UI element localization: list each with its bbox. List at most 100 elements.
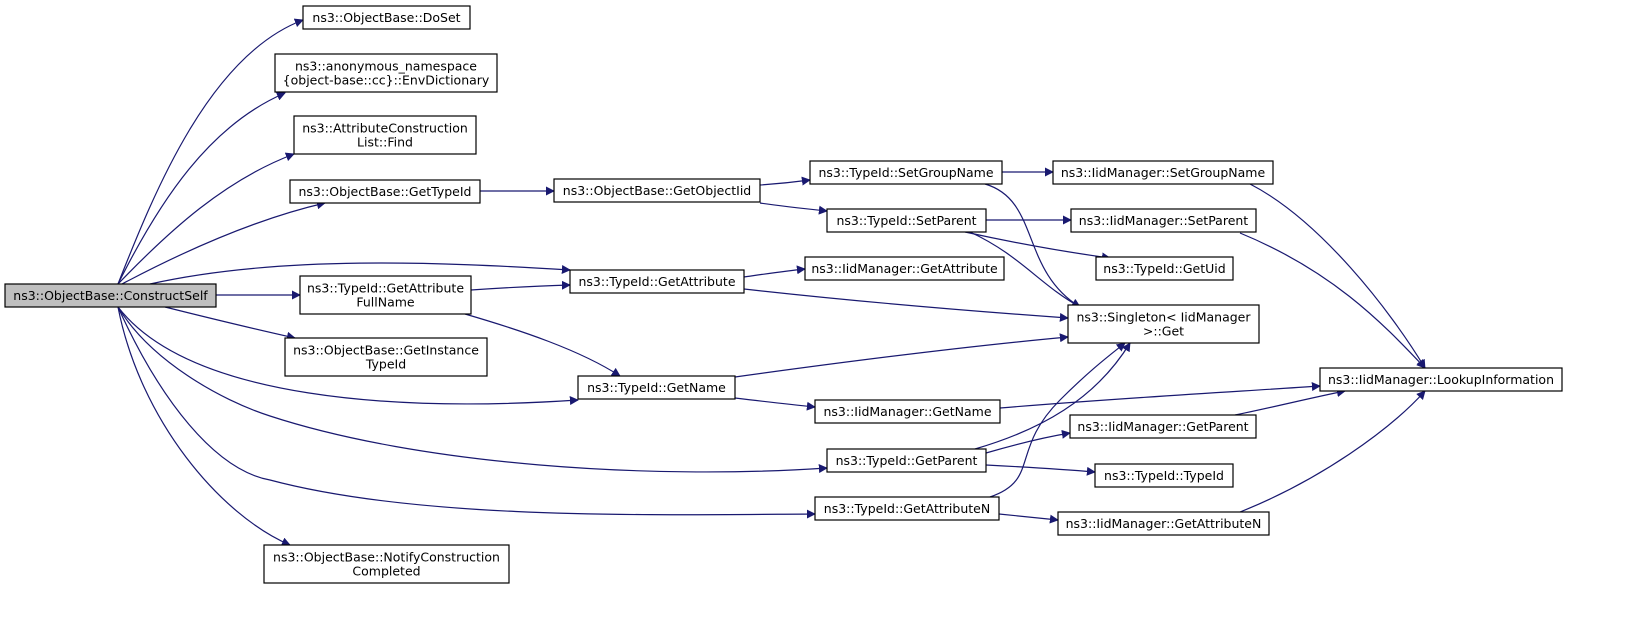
node-label: >::Get (1143, 324, 1184, 339)
node-box (1094, 463, 1234, 488)
edge-ob-getobjectiid-to-tid-setgroupname (759, 176, 811, 186)
node-tid-getattribute[interactable]: ns3::TypeId::GetAttribute (569, 269, 745, 294)
edge-constructself-to-ob-gettypeid (121, 200, 326, 285)
node-label: ns3::ObjectBase::DoSet (312, 10, 460, 25)
edge-tid-getparent-to-tid-typeid (985, 464, 1096, 476)
edge-tid-setparent-to-singleton-get (969, 231, 1081, 308)
node-box (814, 399, 1001, 424)
edge-iid-getattributen-to-iid-lookup (1239, 390, 1426, 513)
node-ob-gettypeid[interactable]: ns3::ObjectBase::GetTypeId (289, 179, 481, 204)
node-box (299, 275, 472, 315)
node-label: {object-base::cc}::EnvDictionary (283, 73, 490, 88)
node-box (553, 178, 761, 203)
node-box (814, 496, 1000, 521)
node-singleton-get[interactable]: ns3::Singleton< IidManager >::Get (1067, 304, 1260, 344)
node-box (274, 53, 498, 93)
nodes-layer: ns3::ObjectBase::ConstructSelfns3::Objec… (4, 5, 1563, 584)
node-label: ns3::TypeId::GetAttributeN (824, 501, 990, 516)
node-label: FullName (356, 295, 415, 310)
edge-constructself-to-ob-notifyconstruction (117, 306, 291, 546)
node-label: ns3::ObjectBase::NotifyConstruction (273, 550, 500, 565)
node-label: ns3::ObjectBase::GetTypeId (299, 184, 472, 199)
node-box (826, 448, 987, 473)
node-label: ns3::IidManager::LookupInformation (1328, 372, 1554, 387)
node-tid-setparent[interactable]: ns3::TypeId::SetParent (826, 208, 987, 233)
node-box (302, 5, 471, 30)
node-box (1070, 208, 1257, 233)
node-constructself[interactable]: ns3::ObjectBase::ConstructSelf (4, 283, 217, 308)
edge-constructself-to-tid-getparent (117, 306, 828, 474)
node-label: ns3::IidManager::GetAttribute (811, 261, 998, 276)
node-label: List::Find (357, 135, 413, 150)
node-label: ns3::TypeId::GetUid (1103, 261, 1225, 276)
node-ob-notifyconstruction[interactable]: ns3::ObjectBase::NotifyConstructionCompl… (263, 544, 510, 584)
node-box (1319, 367, 1563, 392)
node-label: Completed (352, 564, 420, 579)
node-iid-setgroupname[interactable]: ns3::IidManager::SetGroupName (1052, 160, 1274, 185)
node-box (804, 256, 1005, 281)
edge-tid-setgroupname-to-singleton-get (984, 183, 1081, 308)
edge-tid-setparent-to-tid-getuid (964, 231, 1111, 262)
node-label: ns3::anonymous_namespace (295, 59, 477, 74)
edge-constructself-to-ob-getinstancetypeid (164, 306, 296, 341)
node-tid-getname[interactable]: ns3::TypeId::GetName (577, 375, 736, 400)
edge-tid-getattributen-to-iid-getattributen (998, 513, 1059, 524)
edge-constructself-to-tid-getattributen (117, 306, 816, 519)
edge-constructself-to-acl-find (117, 152, 295, 285)
node-label: ns3::TypeId::GetParent (836, 453, 978, 468)
edge-tid-getparent-to-singleton-get (974, 342, 1131, 450)
node-tid-getuid[interactable]: ns3::TypeId::GetUid (1095, 256, 1234, 281)
edge-iid-setparent-to-iid-lookup (1239, 232, 1426, 369)
node-box (1067, 304, 1260, 344)
node-box (1069, 414, 1257, 439)
node-box (577, 375, 736, 400)
node-box (809, 160, 1003, 185)
node-tid-getparent[interactable]: ns3::TypeId::GetParent (826, 448, 987, 473)
node-ob-getobjectiid[interactable]: ns3::ObjectBase::GetObjectIid (553, 178, 761, 203)
edge-constructself-to-tid-getname (117, 306, 579, 406)
node-label: ns3::IidManager::SetGroupName (1061, 165, 1266, 180)
node-label: ns3::IidManager::SetParent (1079, 213, 1249, 228)
edge-constructself-to-doset (117, 18, 304, 285)
edge-iid-getparent-to-iid-lookup (1234, 388, 1346, 416)
node-tid-setgroupname[interactable]: ns3::TypeId::SetGroupName (809, 160, 1003, 185)
node-label: ns3::ObjectBase::GetInstance (293, 343, 479, 358)
node-envdict[interactable]: ns3::anonymous_namespace{object-base::cc… (274, 53, 498, 93)
node-box (1052, 160, 1274, 185)
edge-tid-getattribute-to-singleton-get (743, 288, 1069, 322)
node-label: ns3::IidManager::GetName (823, 404, 991, 419)
node-label: ns3::TypeId::TypeId (1104, 468, 1224, 483)
node-tid-typeid[interactable]: ns3::TypeId::TypeId (1094, 463, 1234, 488)
node-label: ns3::ObjectBase::GetObjectIid (563, 183, 751, 198)
node-label: ns3::AttributeConstruction (302, 121, 468, 136)
node-iid-getattribute[interactable]: ns3::IidManager::GetAttribute (804, 256, 1005, 281)
edge-tid-getattributen-to-singleton-get (989, 342, 1126, 498)
node-box (284, 337, 488, 377)
node-iid-lookup[interactable]: ns3::IidManager::LookupInformation (1319, 367, 1563, 392)
node-label: ns3::TypeId::SetGroupName (818, 165, 993, 180)
node-iid-setparent[interactable]: ns3::IidManager::SetParent (1070, 208, 1257, 233)
node-doset[interactable]: ns3::ObjectBase::DoSet (302, 5, 471, 30)
node-label: ns3::IidManager::GetAttributeN (1066, 516, 1262, 531)
node-iid-getparent[interactable]: ns3::IidManager::GetParent (1069, 414, 1257, 439)
edge-tid-getattribute-to-iid-getattribute (743, 265, 806, 278)
node-box (263, 544, 510, 584)
node-iid-getattributen[interactable]: ns3::IidManager::GetAttributeN (1057, 511, 1270, 536)
node-box (293, 115, 477, 155)
node-tid-getattributen[interactable]: ns3::TypeId::GetAttributeN (814, 496, 1000, 521)
node-iid-getname[interactable]: ns3::IidManager::GetName (814, 399, 1001, 424)
node-label: ns3::TypeId::SetParent (836, 213, 976, 228)
node-label: ns3::Singleton< IidManager (1076, 310, 1251, 325)
edge-ob-getobjectiid-to-tid-setparent (759, 202, 828, 215)
edge-tid-getattrfullname-to-tid-getname (464, 313, 621, 377)
edge-tid-getattrfullname-to-tid-getattribute (470, 280, 571, 291)
node-box (1057, 511, 1270, 536)
node-label: ns3::TypeId::GetAttribute (578, 274, 735, 289)
node-label: ns3::TypeId::GetAttribute (307, 281, 464, 296)
edges-layer (117, 18, 1426, 546)
node-box (289, 179, 481, 204)
node-box (569, 269, 745, 294)
